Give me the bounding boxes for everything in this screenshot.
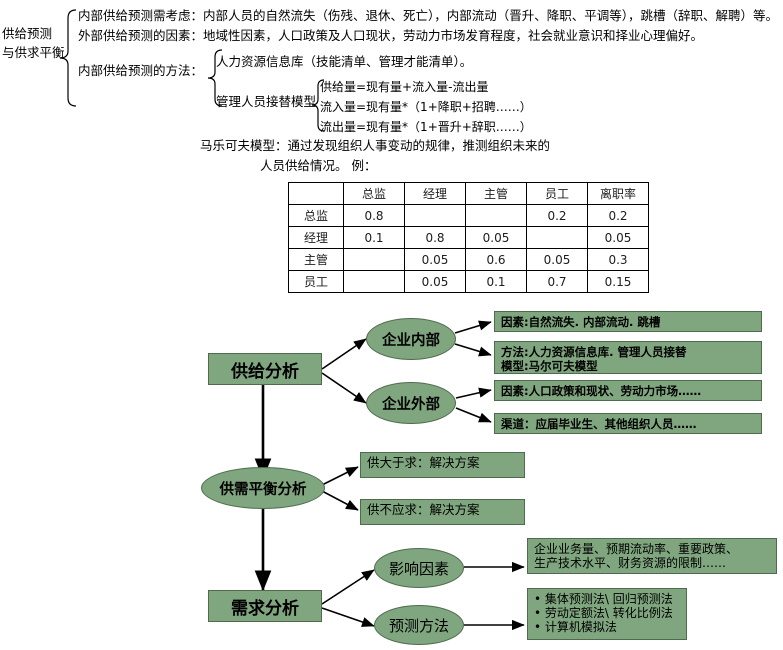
label-internal-methods-line2: 模型:马尔可夫模型 xyxy=(501,359,598,373)
node-demand-analysis[interactable]: 需求分析 xyxy=(208,590,322,622)
table-row: 主管 0.05 0.6 0.05 0.3 xyxy=(288,248,649,271)
flowchart-section: 供给分析 企业内部 企业外部 因素:自然流失. 内部流动. 跳槽 方法:人力资源… xyxy=(0,300,783,650)
table-cell: 0.7 xyxy=(526,270,588,293)
flowchart-connectors xyxy=(254,320,525,631)
outline-item1: 内部供给预测需考虑：内部人员的自然流失（伤残、退休、死亡），内部流动（晋升、降职… xyxy=(78,8,778,23)
node-balance-analysis[interactable]: 供需平衡分析 xyxy=(201,467,325,509)
outline-markov-line1: 马乐可夫模型：通过发现组织人事变动的规律，推测组织未来的 xyxy=(200,138,551,153)
table-cell: 0.8 xyxy=(343,204,405,227)
table-cell: 0.05 xyxy=(404,248,466,271)
table-row-header: 员工 xyxy=(288,270,344,293)
table-col-header: 离职率 xyxy=(587,182,649,205)
table-cell: 0.3 xyxy=(587,248,649,271)
table-cell: 0.05 xyxy=(526,248,588,271)
table-row: 总监 0.8 0.2 0.2 xyxy=(288,204,649,227)
table-cell: 0.1 xyxy=(343,226,405,249)
table-col-header: 总监 xyxy=(343,182,405,205)
label-external-factors[interactable]: 因素:人口政策和现状、劳动力市场…… xyxy=(494,380,762,401)
table-cell xyxy=(343,270,405,293)
label-oversupply[interactable]: 供大于求：解决方案 xyxy=(360,452,525,478)
table-corner-cell xyxy=(288,182,344,205)
outline-item3-head: 内部供给预测的方法： xyxy=(78,63,204,78)
table-col-header: 经理 xyxy=(404,182,466,205)
table-cell: 0.05 xyxy=(465,226,527,249)
node-supply-analysis[interactable]: 供给分析 xyxy=(208,353,322,385)
outline-item2: 外部供给预测的因素：地域性因素，人口政策及人口现状，劳动力市场发育程度，社会就业… xyxy=(78,28,703,43)
table-cell: 0.15 xyxy=(587,270,649,293)
table-header-row: 总监 经理 主管 员工 离职率 xyxy=(288,182,649,205)
table-cell xyxy=(526,226,588,249)
label-shortage-text: 供不应求：解决方案 xyxy=(367,502,480,517)
table-row-header: 主管 xyxy=(288,248,344,271)
table-row: 员工 0.05 0.1 0.7 0.15 xyxy=(288,270,649,293)
outline-method-brace xyxy=(207,49,223,107)
table-col-header: 主管 xyxy=(465,182,527,205)
table-cell: 0.05 xyxy=(404,270,466,293)
node-forecast-methods[interactable]: 预测方法 xyxy=(374,605,464,645)
table-cell: 0.8 xyxy=(404,226,466,249)
table-cell: 0.2 xyxy=(526,204,588,227)
node-internal[interactable]: 企业内部 xyxy=(366,318,456,360)
outline-item1-body: 内部人员的自然流失（伤残、退休、死亡），内部流动（晋升、降职、平调等），跳槽（辞… xyxy=(203,8,779,23)
outline-markov-line2: 人员供给情况。 例： xyxy=(260,158,377,173)
outline-left-label-line1: 供给预测 xyxy=(2,26,53,41)
label-methods-detail[interactable]: • 集体预测法\ 回归预测法 • 劳动定额法\ 转化比例法 • 计算机模拟法 xyxy=(527,588,687,640)
outline-main-brace xyxy=(59,9,77,107)
label-methods-line3: • 计算机模拟法 xyxy=(534,620,617,634)
node-influence-factors[interactable]: 影响因素 xyxy=(374,548,464,588)
label-internal-factors[interactable]: 因素:自然流失. 内部流动. 跳槽 xyxy=(494,311,762,332)
outline-formula3: 流出量=现有量*（1+晋升+辞职……） xyxy=(320,120,532,134)
label-influence-line1: 企业业务量、预期流动率、重要政策、 xyxy=(534,542,739,556)
outline-section: 供给预测 与供求平衡 内部供给预测需考虑：内部人员的自然流失（伤残、退休、死亡）… xyxy=(0,0,783,300)
outline-item2-head: 外部供给预测的因素： xyxy=(78,28,204,43)
label-internal-methods-line1: 方法:人力资源信息库. 管理人员接替 xyxy=(501,345,687,359)
table-row-header: 经理 xyxy=(288,226,344,249)
outline-item2-body: 地域性因素，人口政策及人口现状，劳动力市场发育程度，社会就业意识和择业心理偏好。 xyxy=(203,28,704,43)
outline-method1: 人力资源信息库（技能清单、管理才能清单）。 xyxy=(216,54,473,69)
table-cell xyxy=(404,204,466,227)
table-cell: 0.6 xyxy=(465,248,527,271)
outline-item1-head: 内部供给预测需考虑： xyxy=(78,8,204,23)
table-col-header: 员工 xyxy=(526,182,588,205)
label-shortage[interactable]: 供不应求：解决方案 xyxy=(360,499,525,525)
label-oversupply-text: 供大于求：解决方案 xyxy=(367,455,480,470)
label-influence-line2: 生产技术水平、财务资源的限制…… xyxy=(534,556,727,570)
label-external-channels[interactable]: 渠道：应届毕业生、其他组织人员…… xyxy=(494,413,762,434)
label-internal-methods[interactable]: 方法:人力资源信息库. 管理人员接替 模型:马尔可夫模型 xyxy=(494,341,762,374)
label-methods-line2: • 劳动定额法\ 转化比例法 xyxy=(534,606,673,620)
outline-left-label-line2: 与供求平衡 xyxy=(2,45,65,60)
table-cell: 0.05 xyxy=(587,226,649,249)
outline-formula1: 供给量=现有量+流入量-流出量 xyxy=(320,80,489,94)
label-external-channels-text: 渠道：应届毕业生、其他组织人员…… xyxy=(501,417,697,431)
outline-formula2: 流入量=现有量*（1+降职+招聘……） xyxy=(320,100,532,114)
label-influence-detail[interactable]: 企业业务量、预期流动率、重要政策、 生产技术水平、财务资源的限制…… xyxy=(527,538,777,574)
label-methods-line1: • 集体预测法\ 回归预测法 xyxy=(534,592,673,606)
node-external[interactable]: 企业外部 xyxy=(366,382,456,424)
table-cell xyxy=(343,248,405,271)
label-external-factors-text: 因素:人口政策和现状、劳动力市场…… xyxy=(501,384,702,398)
table-row-header: 总监 xyxy=(288,204,344,227)
table-cell: 0.1 xyxy=(465,270,527,293)
label-internal-factors-text: 因素:自然流失. 内部流动. 跳槽 xyxy=(501,315,661,329)
table-cell xyxy=(465,204,527,227)
outline-formula-brace xyxy=(311,79,325,132)
outline-method2-label: 管理人员接替模型 xyxy=(216,94,317,109)
markov-matrix-table: 总监 经理 主管 员工 离职率 总监 0.8 0.2 0.2 经理 0.1 0.… xyxy=(288,182,649,293)
table-row: 经理 0.1 0.8 0.05 0.05 xyxy=(288,226,649,249)
table-cell: 0.2 xyxy=(587,204,649,227)
